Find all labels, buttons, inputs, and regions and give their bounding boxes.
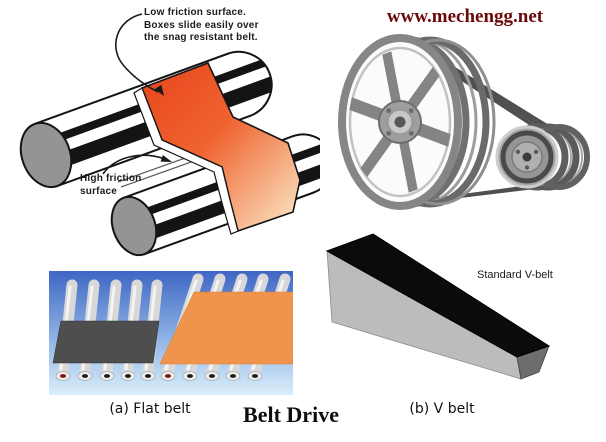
high-friction-leader-line: [102, 154, 166, 175]
large-pulley: [338, 34, 496, 210]
gray-flat-belt: [52, 320, 160, 364]
belt-side-edge: [133, 87, 239, 235]
annotation-line: Boxes slide easily over: [144, 19, 259, 31]
caption-flat-belt: (a) Flat belt: [109, 401, 191, 417]
hub-bolts: [386, 108, 414, 136]
annotation-line: High friction: [80, 173, 142, 184]
v-belt-pulley-illustration: [338, 34, 590, 210]
flat-belt-photo: [49, 271, 293, 395]
caption-v-belt: (b) V belt: [409, 401, 475, 417]
orange-flat-belt: [159, 291, 293, 365]
flat-belt-diagram-illustration: [19, 13, 320, 257]
high-friction-annotation: High friction surface: [80, 173, 141, 198]
low-friction-leader-line: [114, 13, 159, 93]
small-pulley: [495, 123, 590, 191]
high-friction-arrowhead: [160, 155, 172, 162]
annotation-line: surface: [80, 185, 117, 197]
v-belt-illustration: [325, 233, 551, 380]
low-friction-arrowhead: [154, 84, 164, 96]
low-friction-annotation: Low friction surface. Boxes slide easily…: [144, 7, 259, 45]
v-belt-top-face: [325, 233, 551, 358]
watermark-text: www.mechengg.net: [386, 6, 544, 27]
hub-bolts: [515, 149, 539, 170]
figure-title: Belt Drive: [243, 402, 339, 427]
standard-v-belt-label: Standard V-belt: [477, 269, 553, 281]
roller-end-caps: [55, 371, 263, 381]
annotation-line: Low friction surface.: [144, 7, 246, 18]
annotation-line: the snag resistant belt.: [144, 32, 258, 43]
